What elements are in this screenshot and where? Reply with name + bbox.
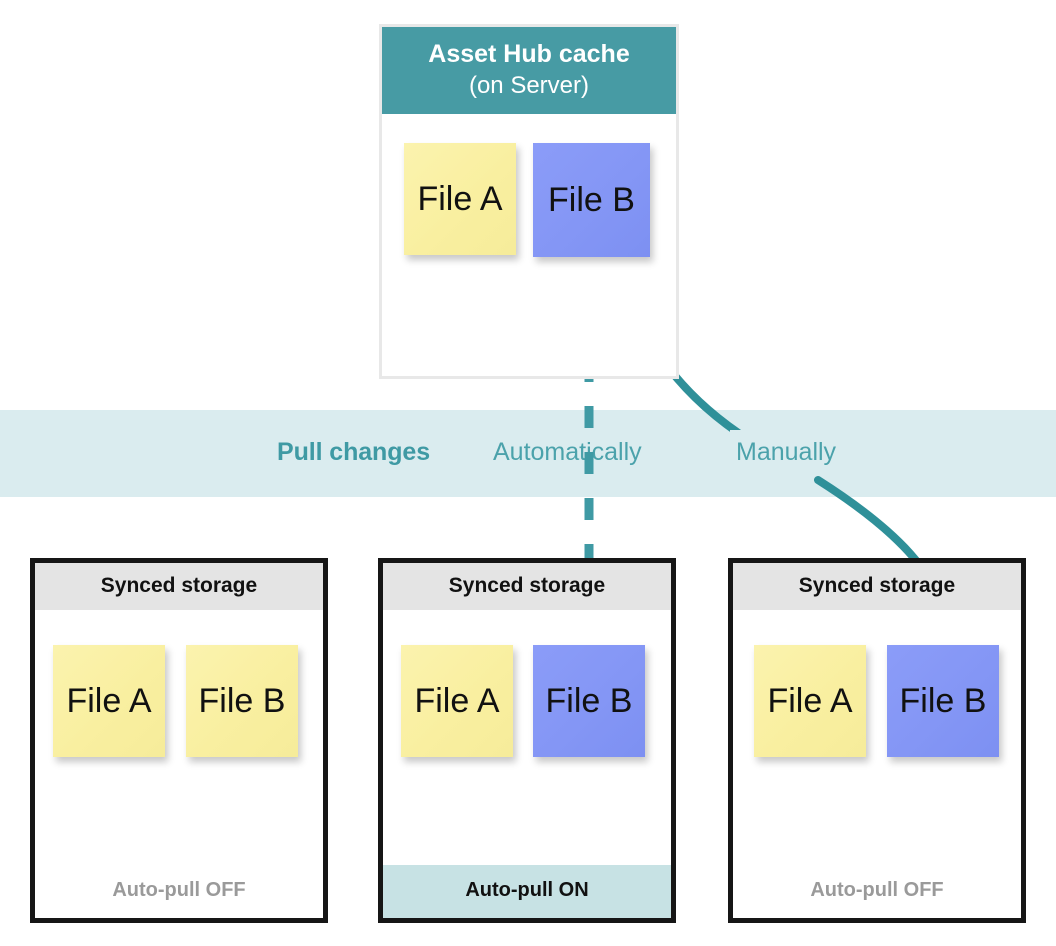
source-note-file-a-label: File A [417, 179, 503, 218]
asset-hub-cache-title: Asset Hub cache [428, 40, 630, 68]
asset-hub-cache-header: Asset Hub cache (on Server) [382, 27, 676, 114]
synced-storage-title-1: Synced storage [100, 574, 258, 597]
pull-mode-automatically-label: Automatically [493, 438, 642, 466]
target-3-note-file-a[interactable]: File A [754, 645, 866, 757]
target-2-note-file-b[interactable]: File B [533, 645, 645, 757]
auto-pull-status-2: Auto-pull ON [383, 865, 671, 918]
target-1-note-file-b-label: File B [198, 681, 286, 720]
target-3-note-file-b-label: File B [899, 681, 987, 720]
source-note-file-b[interactable]: File B [533, 143, 650, 257]
synced-storage-header-2: Synced storage [383, 563, 671, 610]
target-1-note-file-a[interactable]: File A [53, 645, 165, 757]
target-2-note-file-a[interactable]: File A [401, 645, 513, 757]
auto-pull-status-3: Auto-pull OFF [810, 879, 944, 901]
asset-hub-cache-subtitle: (on Server) [468, 72, 590, 99]
target-3-note-file-b[interactable]: File B [887, 645, 999, 757]
source-note-file-a[interactable]: File A [404, 143, 516, 255]
pull-mode-manually-label: Manually [736, 438, 837, 466]
synced-storage-header-1: Synced storage [35, 563, 323, 610]
source-note-file-b-label: File B [548, 180, 635, 219]
manually-label-backdrop [730, 430, 860, 476]
target-2-note-file-a-label: File A [414, 681, 500, 720]
pull-changes-label: Pull changes [277, 438, 431, 466]
target-1-note-file-b[interactable]: File B [186, 645, 298, 757]
target-3-note-file-a-label: File A [767, 681, 853, 720]
synced-storage-title-2: Synced storage [448, 574, 606, 597]
synced-storage-header-3: Synced storage [733, 563, 1021, 610]
auto-pull-status-1: Auto-pull OFF [112, 879, 246, 901]
synced-storage-title-3: Synced storage [798, 574, 956, 597]
target-2-note-file-b-label: File B [545, 681, 633, 720]
target-1-note-file-a-label: File A [66, 681, 152, 720]
